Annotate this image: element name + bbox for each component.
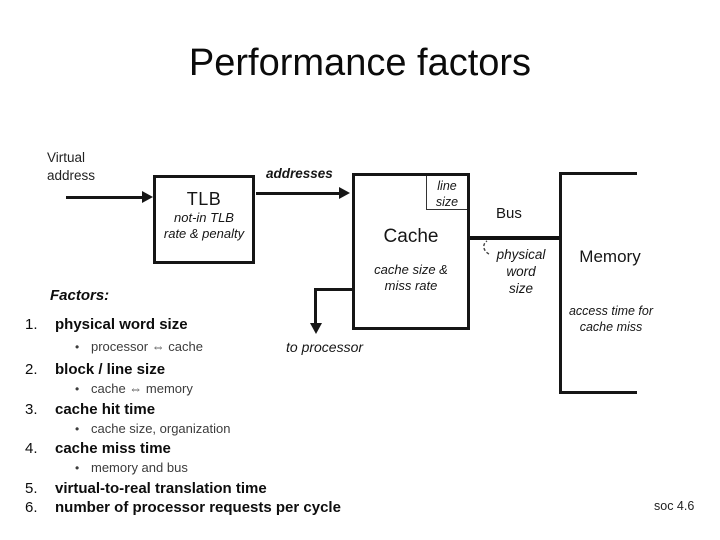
list-item: 5. virtual-to-real translation time bbox=[25, 480, 267, 497]
tlb-title: TLB bbox=[186, 189, 222, 209]
addresses-arrow-line bbox=[256, 192, 340, 195]
tlb-box: TLB not-in TLB rate & penalty bbox=[153, 175, 255, 264]
list-item-detail: • cache size, organization bbox=[75, 421, 230, 436]
bus-label: Bus bbox=[496, 205, 522, 222]
item-number: 3. bbox=[25, 401, 38, 418]
item-title: physical word size bbox=[55, 316, 188, 333]
list-item: 2. block / line size bbox=[25, 361, 165, 378]
item-title: cache hit time bbox=[55, 401, 156, 418]
cache-box: line size Cache cache size & miss rate bbox=[352, 173, 470, 330]
tlb-note: not-in TLB rate & penalty bbox=[163, 210, 245, 241]
bullet-icon: • bbox=[75, 461, 80, 475]
page-title: Performance factors bbox=[188, 42, 532, 84]
to-processor-label: to processor bbox=[286, 339, 364, 355]
cache-note: cache size & miss rate bbox=[374, 262, 448, 293]
to-processor-line-horizontal bbox=[316, 288, 353, 291]
detail-text: memory and bus bbox=[91, 460, 188, 475]
list-item: 1. physical word size bbox=[25, 316, 188, 333]
slide-number: soc 4.6 bbox=[654, 499, 695, 513]
bullet-icon: • bbox=[75, 340, 80, 354]
list-item-detail: • memory and bus bbox=[75, 460, 188, 475]
item-title: block / line size bbox=[55, 361, 166, 378]
bullet-icon: • bbox=[75, 422, 80, 436]
curved-arrow-icon bbox=[483, 240, 490, 255]
detail-text: cache ⇔ memory bbox=[91, 381, 193, 396]
line-size-box: line size bbox=[426, 176, 467, 210]
arrow-down-icon bbox=[310, 323, 322, 334]
virtual-address-arrow-line bbox=[66, 196, 144, 199]
detail-text: processor ⇔ cache bbox=[91, 339, 203, 354]
item-number: 6. bbox=[25, 499, 38, 516]
addresses-label: addresses bbox=[266, 166, 333, 181]
bus-line bbox=[470, 236, 562, 240]
virtual-address-label: Virtual address bbox=[47, 150, 96, 183]
item-number: 1. bbox=[25, 316, 38, 333]
list-item-detail: • cache ⇔ memory bbox=[75, 381, 193, 396]
item-number: 4. bbox=[25, 440, 38, 457]
detail-text: cache size, organization bbox=[91, 421, 231, 436]
arrow-right-icon bbox=[339, 187, 350, 199]
physical-word-size-label: physical word size bbox=[496, 247, 546, 296]
memory-title: Memory bbox=[579, 247, 641, 266]
list-item-detail: • processor ⇔ cache bbox=[75, 339, 203, 354]
arrow-right-icon bbox=[142, 191, 153, 203]
list-item: 3. cache hit time bbox=[25, 401, 155, 418]
item-number: 2. bbox=[25, 361, 38, 378]
item-title: cache miss time bbox=[55, 440, 171, 457]
bullet-icon: • bbox=[75, 382, 80, 396]
item-title: virtual-to-real translation time bbox=[55, 480, 267, 497]
cache-title: Cache bbox=[383, 226, 439, 247]
memory-note: access time for cache miss bbox=[568, 304, 654, 334]
list-item: 6. number of processor requests per cycle bbox=[25, 499, 341, 516]
to-processor-line-vertical bbox=[314, 288, 317, 324]
factors-heading: Factors: bbox=[50, 287, 110, 304]
memory-box: Memory access time for cache miss bbox=[559, 172, 653, 394]
item-title: number of processor requests per cycle bbox=[55, 499, 341, 516]
item-number: 5. bbox=[25, 480, 38, 497]
list-item: 4. cache miss time bbox=[25, 440, 171, 457]
